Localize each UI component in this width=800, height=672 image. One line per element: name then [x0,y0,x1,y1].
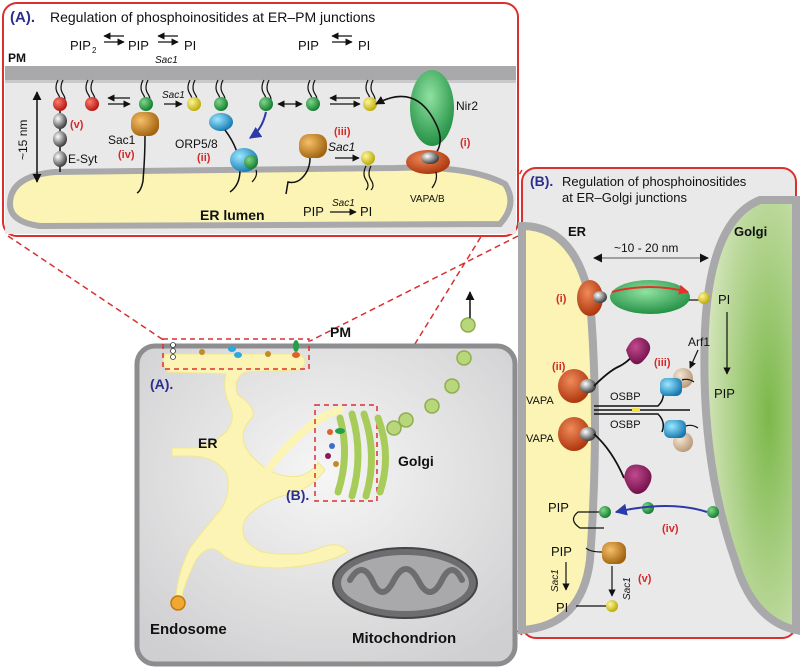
pip-right-b: PIP [714,386,735,401]
zoom-box-a [162,338,310,370]
pi-head-2 [363,97,377,111]
vapa-b-protein [406,150,450,189]
eq1-right: PI [184,38,196,53]
orp-transfer-arrow [249,111,267,139]
pi-top-b: PI [718,292,730,307]
eq1-mid: PIP [128,38,149,53]
cell-tag-b: (B). [286,487,309,503]
pip-head-b-left [599,506,611,518]
eq1-sub: 2 [92,46,97,55]
panel-a-tag: (A). [10,9,35,26]
mini-proteins-golgi [325,428,345,467]
reaction-pip2-pip-pi: PIP 2 PIP PI Sac1 [70,32,196,66]
orp58-protein [209,97,258,193]
pm-label-cell: PM [330,324,351,340]
roman-i-b: (i) [556,293,567,305]
osbp-complex [558,337,699,494]
pi-head-1 [187,97,201,111]
e-syt-protein [53,97,67,172]
distance-b: ~10 - 20 nm [614,241,678,255]
transfer-arrow-iv [614,503,708,516]
mito-label: Mitochondrion [352,630,456,647]
roman-iii-a: (iii) [334,126,351,138]
esyt-label: E-Syt [68,152,98,166]
roman-v-b: (v) [638,573,652,585]
pi-head-b-low [606,600,618,612]
nir2-vap-complex-b [577,280,710,316]
vapa-1-label: VAPA [526,395,554,407]
endosome [170,595,186,611]
pip-low-b: PIP [551,544,572,559]
lumen-eq-right: PI [360,204,372,219]
sac1-label-iv: Sac1 [108,133,136,147]
nir2-label: Nir2 [456,99,478,113]
panel-b-er: ER [568,224,587,239]
pm-label-a: PM [8,51,26,65]
eq1-left: PIP [70,38,91,53]
pip-head-b-right [707,506,719,518]
lumen-eq-enzyme: Sac1 [332,198,355,209]
cell-tag-a: (A). [150,376,173,392]
orp-label: ORP5/8 [175,137,218,151]
roman-v-a: (v) [70,119,84,131]
eq2-left: PIP [298,38,319,53]
golgi-stack [334,410,390,500]
endosome-label: Endosome [150,621,227,638]
pip2-head [85,97,99,111]
lumen-eq-left: PIP [303,204,324,219]
cell-overview: PM (A). ER [134,291,518,667]
roman-iv-a: (iv) [118,149,135,161]
pip-head-2 [259,97,273,111]
osbp-2-label: OSBP [610,419,641,431]
roman-ii-b: (ii) [552,361,566,373]
eq1-enzyme: Sac1 [155,55,178,66]
roman-iii-b: (iii) [654,357,671,369]
mini-proteins-pm [170,340,300,360]
sac1-right-b: Sac1 [622,577,633,600]
panel-a-title: Regulation of phosphoinositides at ER–PM… [50,9,375,25]
roman-ii-a: (ii) [197,152,211,164]
nir2-protein [375,70,454,159]
mitochondrion [332,547,478,619]
panel-b-title-2: at ER–Golgi junctions [562,190,688,205]
vapa-b-label: VAPA/B [410,194,445,205]
cell-er-label: ER [198,435,217,451]
pi-head-3 [361,151,375,165]
distance-15nm: ~15 nm [16,120,30,160]
panel-b-golgi: Golgi [734,224,767,239]
arf1-label: Arf1 [688,335,710,349]
eq2-right: PI [358,38,370,53]
panel-b-tag: (B). [530,173,553,189]
er-lumen-label: ER lumen [200,207,265,223]
zoom-box-b [314,404,378,502]
pip-head-b-mid [642,502,654,514]
panel-a: (A). Regulation of phosphoinositides at … [2,2,519,237]
sac1-protein-iv [131,97,159,194]
sac1-arrow-label: Sac1 [162,90,185,101]
pi-low-b: PI [556,600,568,615]
vapa-2-label: VAPA [526,433,554,445]
sac1-label-iii: Sac1 [328,140,355,154]
panel-b-title-1: Regulation of phosphoinositides [562,174,747,189]
sac1-left-b: Sac1 [550,569,561,592]
sac1-protein-b [602,542,626,564]
osbp-1-label: OSBP [610,391,641,403]
sac1-protein-iii [285,134,327,195]
cell-golgi-label: Golgi [398,453,434,469]
pip-head-3 [306,97,320,111]
panel-b: (B). Regulation of phosphoinositides at … [518,167,800,639]
roman-i-a: (i) [460,137,471,149]
roman-iv-b: (iv) [662,523,679,535]
reaction-pip-pi: PIP PI [298,32,370,53]
pip-left-b: PIP [548,500,569,515]
golgi-vesicles [386,317,476,436]
